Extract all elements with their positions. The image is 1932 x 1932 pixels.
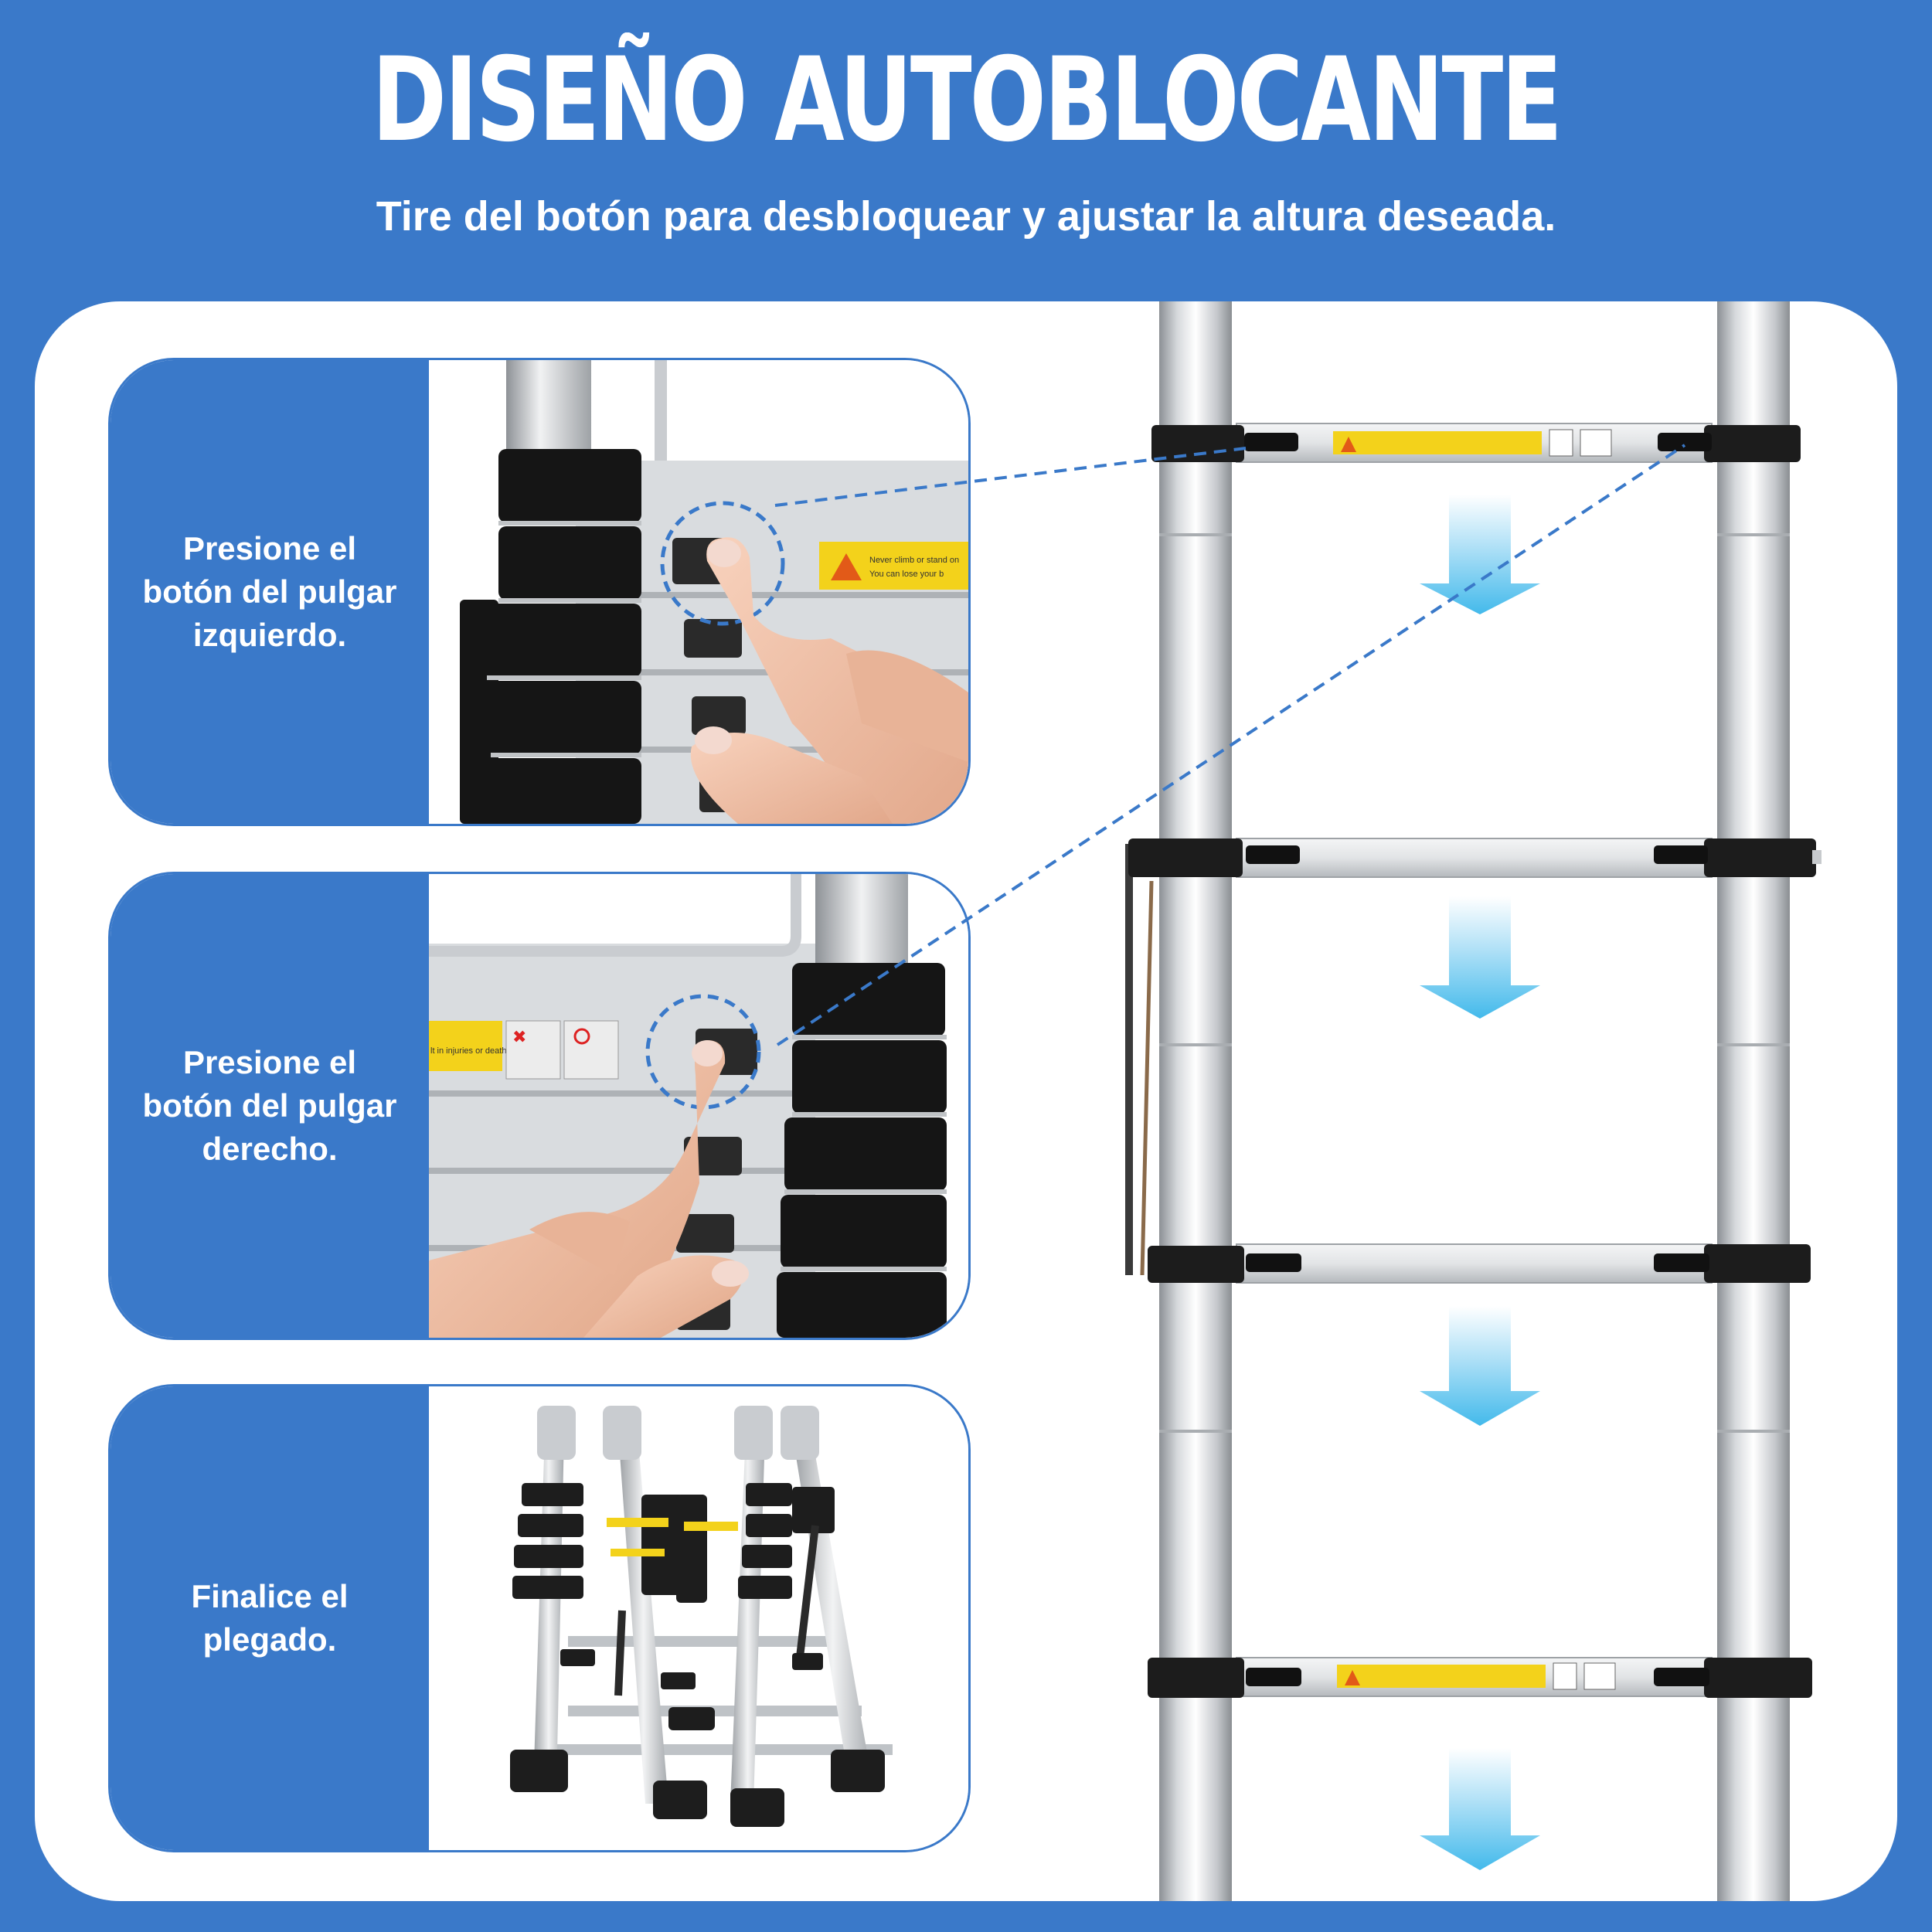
step-label: Finalice el plegado. xyxy=(191,1578,349,1658)
step-label-panel: Presione el botón del pulgar derecho. xyxy=(111,874,429,1338)
step-label-panel: Finalice el plegado. xyxy=(111,1386,429,1850)
step-label: Presione el botón del pulgar izquierdo. xyxy=(142,530,397,653)
page-subtitle: Tire del botón para desbloquear y ajusta… xyxy=(376,193,1556,240)
right-button-photo: lt in injuries or death ✖ xyxy=(429,874,968,1338)
folded-ladder-photo xyxy=(429,1386,968,1850)
step-card-left-button: Presione el botón del pulgar izquierdo. xyxy=(108,358,971,826)
left-button-photo: Never climb or stand on You can lose you… xyxy=(429,360,968,824)
page-title: DISEÑO AUTOBLOCANTE xyxy=(372,33,1563,168)
svg-text:You can lose your b: You can lose your b xyxy=(869,570,944,579)
svg-text:✖: ✖ xyxy=(512,1028,526,1047)
step-label: Presione el botón del pulgar derecho. xyxy=(142,1044,397,1167)
step-label-panel: Presione el botón del pulgar izquierdo. xyxy=(111,360,429,824)
step-card-fold: Finalice el plegado. xyxy=(108,1384,971,1852)
step-card-right-button: Presione el botón del pulgar derecho. xyxy=(108,872,971,1340)
svg-text:Never climb or stand on: Never climb or stand on xyxy=(869,556,959,565)
svg-text:lt in injuries or death: lt in injuries or death xyxy=(430,1046,506,1056)
